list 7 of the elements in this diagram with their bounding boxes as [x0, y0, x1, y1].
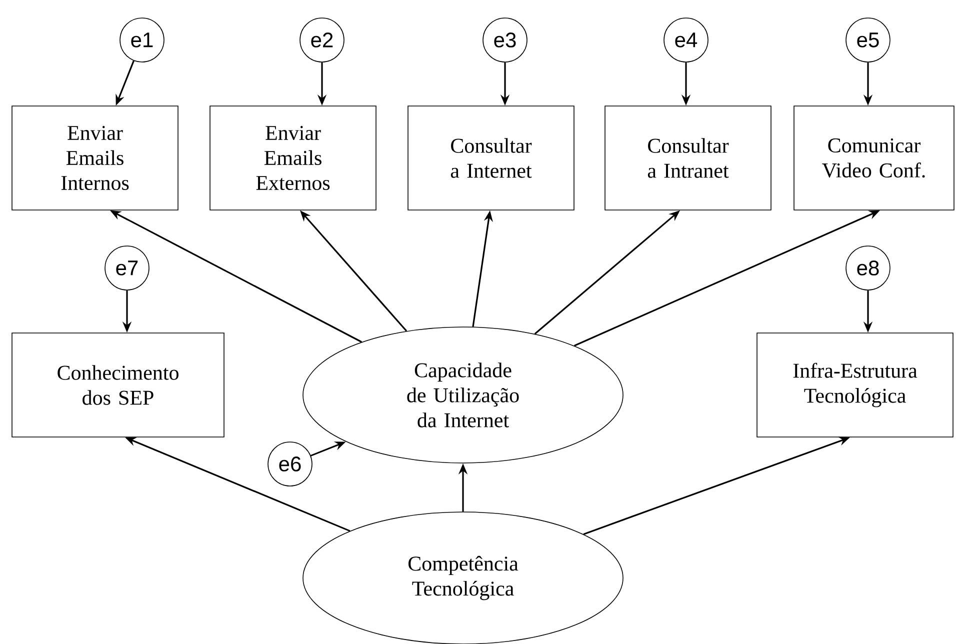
indicator-box: Consultar a Internet [408, 106, 574, 210]
indicator-box: Infra-Estrutura Tecnológica [756, 332, 954, 438]
indicator-box: Conhecimento dos SEP [12, 332, 224, 438]
indicator-box: Consultar a Intranet [604, 106, 772, 210]
indicator-box: Enviar Emails Internos [12, 106, 178, 210]
indicator-box: Enviar Emails Externos [210, 106, 376, 210]
indicator-box: Comunicar Video Conf. [794, 106, 954, 210]
